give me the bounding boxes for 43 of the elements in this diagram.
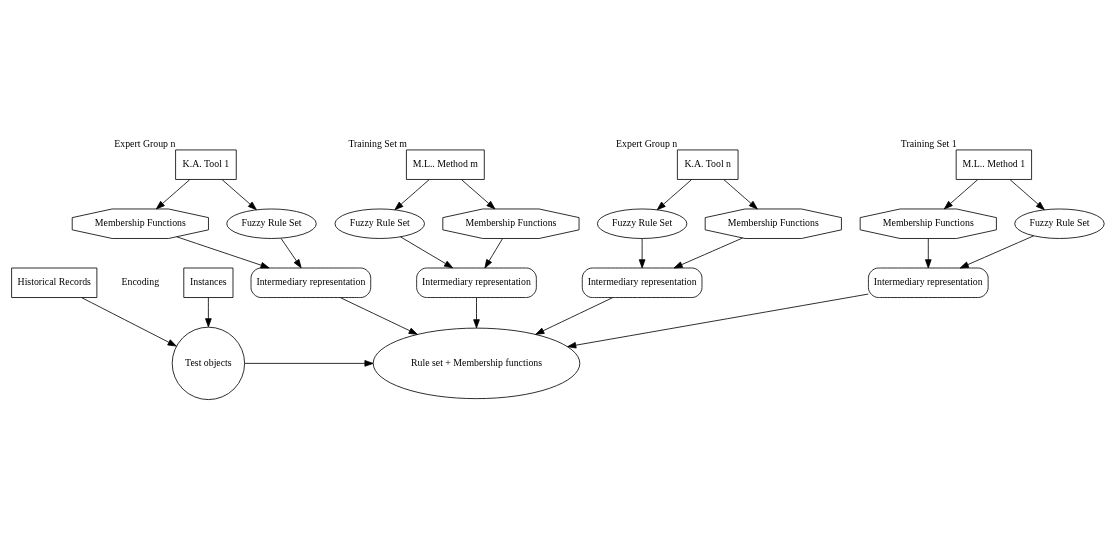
arrow <box>244 359 374 367</box>
arrow <box>461 178 496 209</box>
node-box: M.L.. Method m <box>406 149 485 180</box>
arrow <box>638 237 646 268</box>
arrow <box>673 237 743 268</box>
node-box: M.L.. Method 1 <box>955 149 1032 180</box>
node-label: Training Set m <box>348 137 408 149</box>
node-circle: Test objects <box>171 326 245 400</box>
arrow <box>535 296 613 335</box>
arrow <box>280 237 302 268</box>
arrow <box>959 235 1034 268</box>
arrow <box>81 296 177 347</box>
arrow <box>656 178 692 210</box>
node-label: Expert Group n <box>616 137 678 149</box>
node-box: K.A. Tool 1 <box>175 149 237 180</box>
node-ellipse: Fuzzy Rule Set <box>1014 208 1105 239</box>
arrow <box>473 296 480 328</box>
node-label: Training Set 1 <box>900 137 957 149</box>
arrow <box>340 296 418 335</box>
arrow <box>394 178 430 210</box>
node-box: K.A. Tool n <box>676 149 739 180</box>
arrow <box>484 237 503 268</box>
node-box: Intermediary representation <box>581 267 703 298</box>
arrow <box>221 178 257 210</box>
node-ellipse: Fuzzy Rule Set <box>596 208 688 239</box>
label: Encoding <box>121 275 160 287</box>
node-ellipse: Fuzzy Rule Set <box>226 208 317 239</box>
node-box: Intermediary representation <box>868 267 989 298</box>
arrow <box>1009 178 1045 210</box>
arrow <box>205 296 212 327</box>
arrow <box>925 237 932 268</box>
arrow <box>943 178 979 209</box>
node-ellipse: Fuzzy Rule Set <box>334 208 425 239</box>
node-box: Instances <box>183 267 234 298</box>
node-label: Expert Group n <box>114 137 176 149</box>
arrow <box>155 178 191 209</box>
arrow <box>723 178 758 209</box>
node-box: Intermediary representation <box>416 267 537 298</box>
node-box: Historical Records <box>11 267 98 298</box>
arrow <box>176 235 270 268</box>
node-box: Intermediary representation <box>250 267 372 298</box>
arrow <box>567 293 869 348</box>
arrow <box>400 235 454 268</box>
